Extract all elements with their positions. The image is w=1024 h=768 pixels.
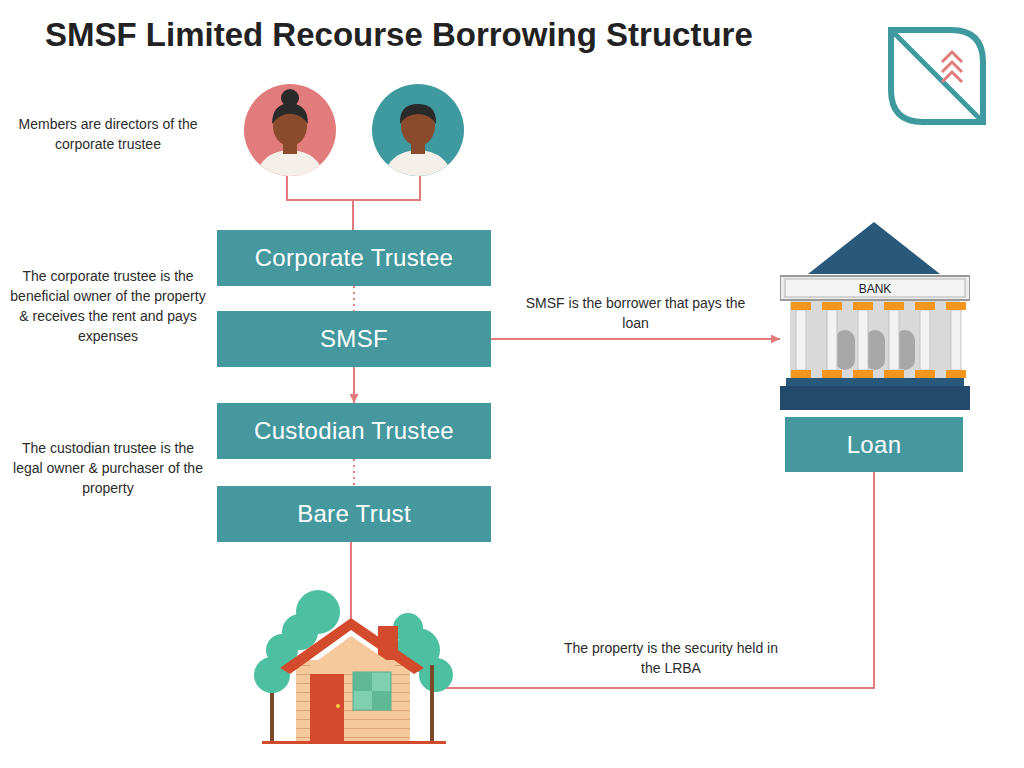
- process-box: Bare Trust: [217, 486, 491, 542]
- connector: [491, 338, 780, 340]
- logo-stem: [894, 33, 980, 119]
- tree-trunk: [430, 665, 434, 743]
- house-wall: [296, 660, 410, 742]
- house-window: [353, 672, 391, 710]
- avatar-shirt: [256, 150, 324, 180]
- tree-crown: [419, 658, 453, 692]
- connector: [353, 286, 355, 311]
- logo-leaf: [891, 30, 983, 122]
- window-pane: [353, 672, 372, 691]
- process-box: Corporate Trustee: [217, 230, 491, 286]
- ground-line: [262, 741, 446, 744]
- box-label: Bare Trust: [297, 500, 411, 528]
- box-label: Loan: [847, 431, 902, 459]
- member-avatar: [244, 84, 336, 180]
- logo: [891, 30, 983, 122]
- security-link: [440, 472, 874, 688]
- logo-chevrons: [942, 52, 962, 82]
- box-label: Corporate Trustee: [255, 244, 454, 272]
- gable: [302, 636, 404, 672]
- process-box: SMSF: [217, 311, 491, 367]
- note-label: The property is the security held in the…: [560, 638, 782, 678]
- box-label: Custodian Trustee: [254, 417, 454, 445]
- bank-building: BANK: [780, 222, 970, 412]
- diagram-title: SMSF Limited Recourse Borrowing Structur…: [45, 16, 753, 54]
- connector: [353, 459, 355, 486]
- process-box: Custodian Trustee: [217, 403, 491, 459]
- bank-sign: BANK: [780, 279, 970, 299]
- connector: [353, 367, 355, 403]
- bank-icon: [780, 222, 970, 412]
- edge-label: SMSF is the borrower that pays the loan: [523, 293, 749, 333]
- avatar-shirt: [384, 150, 452, 180]
- door-knob: [336, 704, 340, 708]
- process-box: Loan: [785, 417, 963, 472]
- avatar-bun: [281, 89, 299, 107]
- note-label: Members are directors of the corporate t…: [8, 114, 208, 154]
- avatar-hair: [400, 104, 436, 124]
- note-label: The custodian trustee is the legal owner…: [8, 438, 208, 498]
- member-link: [287, 176, 420, 230]
- box-label: SMSF: [320, 325, 388, 353]
- member-avatar: [372, 84, 464, 180]
- tree-crown: [282, 614, 318, 650]
- house-illustration: [254, 590, 453, 744]
- note-label: The corporate trustee is the beneficial …: [8, 266, 208, 346]
- house-door: [310, 674, 344, 742]
- house-roof: [280, 618, 424, 674]
- window-pane: [372, 691, 391, 710]
- property-link: [350, 542, 352, 622]
